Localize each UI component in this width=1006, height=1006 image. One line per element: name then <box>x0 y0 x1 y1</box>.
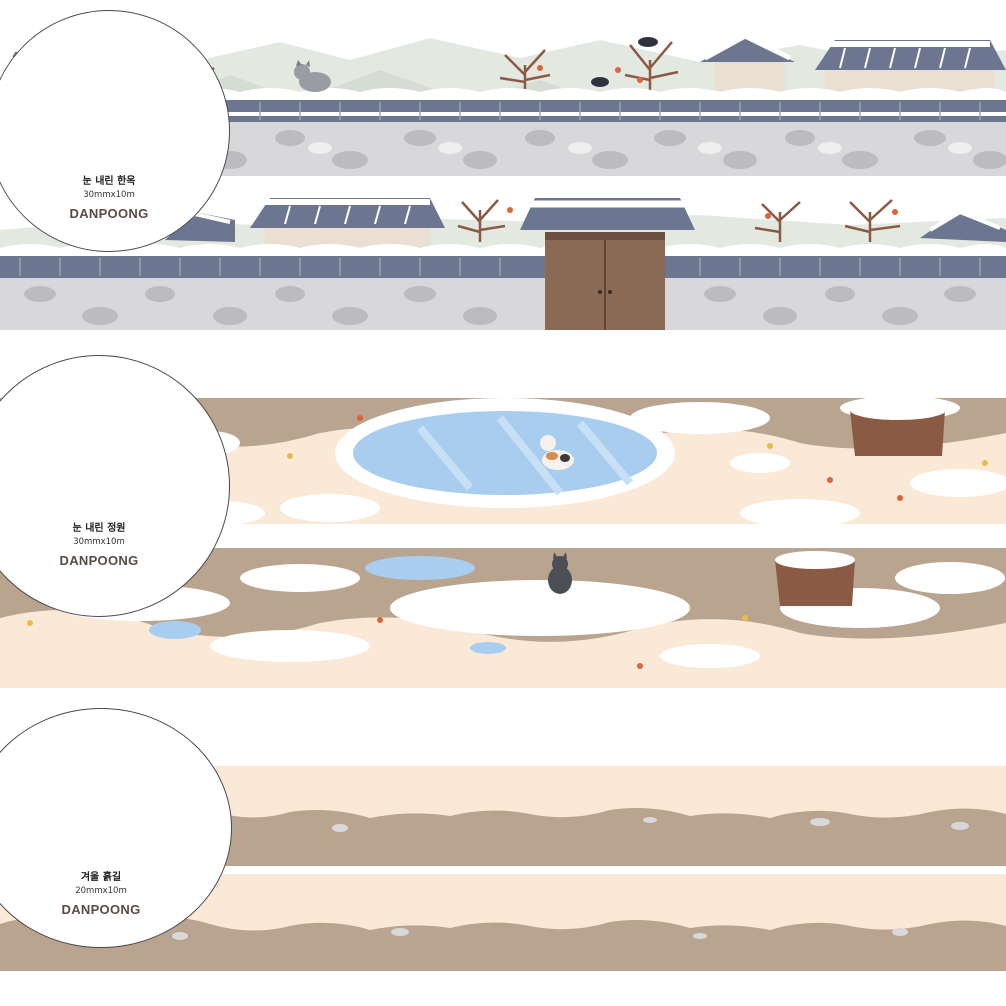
hanok-tape-strip <box>0 20 1006 340</box>
product-title: 겨울 흙길 <box>80 872 122 883</box>
product-label-garden: 눈 내린 정원 30mmx10m DANPOONG <box>0 355 230 617</box>
tree-stump <box>775 551 855 606</box>
product-size: 30mmx10m <box>73 537 125 547</box>
hanok-house <box>920 209 1006 242</box>
calico-cat <box>540 435 574 470</box>
bare-tree <box>457 199 901 242</box>
dirt-path-band-bottom <box>0 874 1006 971</box>
product-size: 30mmx10m <box>83 190 135 200</box>
product-label-hanok: 눈 내린 한옥 30mmx10m DANPOONG <box>0 10 230 252</box>
brand-name: DANPOONG <box>61 902 141 917</box>
hanok-house <box>700 33 795 95</box>
gray-cat <box>548 552 572 594</box>
tree-stump <box>850 400 946 456</box>
wooden-gate <box>520 198 695 330</box>
frozen-pond <box>335 398 675 508</box>
brand-name: DANPOONG <box>69 206 149 221</box>
tabby-cat <box>294 60 331 92</box>
hanok-house <box>815 40 1006 95</box>
product-label-dirt-path: 겨울 흙길 20mmx10m DANPOONG <box>0 708 232 948</box>
product-size: 20mmx10m <box>75 886 127 896</box>
hanok-house <box>250 198 445 248</box>
hanok-band-bottom <box>0 198 1006 330</box>
hanok-illustration <box>0 33 1006 330</box>
product-title: 눈 내린 한옥 <box>82 176 136 187</box>
brand-name: DANPOONG <box>59 553 139 568</box>
product-title: 눈 내린 정원 <box>72 523 126 534</box>
